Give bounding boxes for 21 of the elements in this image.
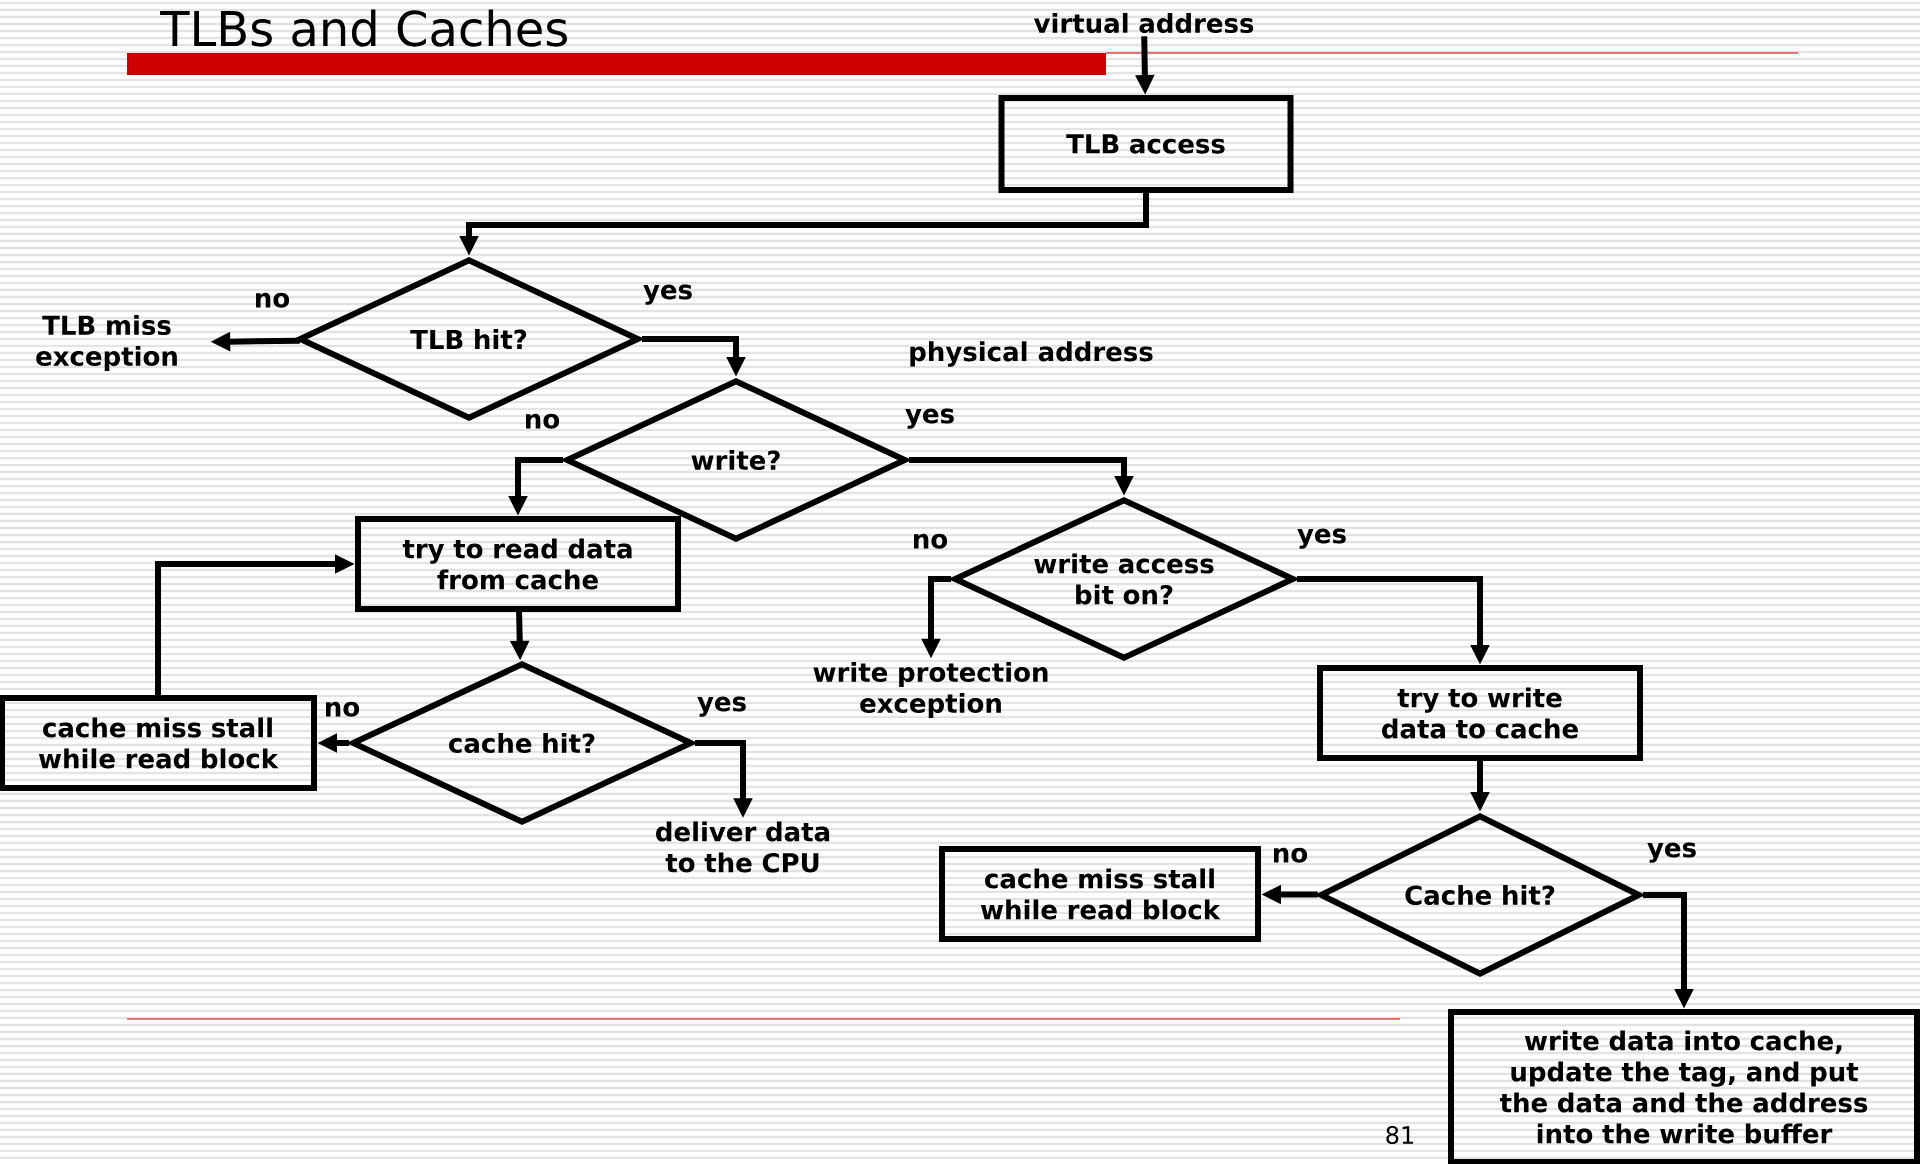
flow-text: TLB miss exception xyxy=(36,314,177,372)
slide-title: TLBs and Caches xyxy=(160,9,567,47)
flow-text: deliver data to the CPU xyxy=(656,821,830,873)
edge-label: yes xyxy=(643,284,692,305)
flow-text: write protection exception xyxy=(813,661,1048,719)
edge-label: no xyxy=(256,292,290,308)
address-label: physical address xyxy=(910,341,1153,367)
process-box: cache miss stall while read block xyxy=(939,846,1261,942)
process-box: write data into cache, update the tag, and put the data and the address into the write buffer xyxy=(1448,1009,1920,1164)
edge-label: yes xyxy=(697,696,746,717)
edge-label: yes xyxy=(1297,528,1346,549)
edge-label: no xyxy=(914,533,948,549)
process-box: TLB access xyxy=(998,95,1294,193)
process-box: try to read data from cache xyxy=(355,516,681,612)
edge-label: yes xyxy=(1647,842,1696,863)
process-box: cache miss stall while read block xyxy=(0,695,317,791)
edge-label: no xyxy=(326,701,360,717)
edge-label: no xyxy=(1274,847,1308,863)
process-box: try to write data to cache xyxy=(1317,665,1643,761)
page-number: 81 xyxy=(1386,1125,1414,1145)
flow-text: virtual address xyxy=(1033,12,1254,34)
